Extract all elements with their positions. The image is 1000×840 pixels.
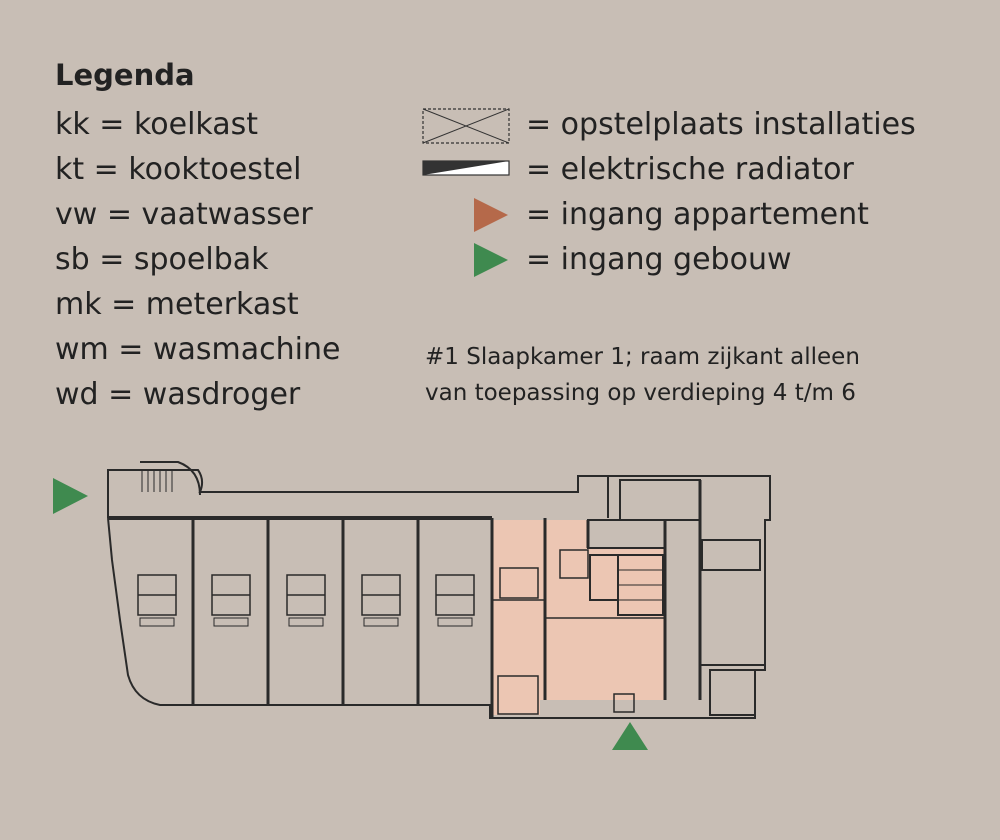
abbr-koelkast: kk = koelkast [55,107,259,142]
radiator-icon [422,160,510,176]
symbol-label-radiator: = elektrische radiator [526,152,854,187]
legend-title: Legenda [55,58,195,92]
staircase-curve [140,461,201,496]
installation-box-icon [422,108,510,144]
abbr-wasdroger: wd = wasdroger [55,377,301,412]
building-entrance-bottom-icon [612,722,648,750]
note-line-1: #1 Slaapkamer 1; raam zijkant alleen [425,344,860,370]
core [587,519,666,616]
apartment-entrance-triangle-icon [474,198,508,232]
apartment-interior [492,549,665,715]
abbr-spoelbak: sb = spoelbak [55,242,269,277]
abbr-vaatwasser: vw = vaatwasser [55,197,313,232]
note-line-2: van toepassing op verdieping 4 t/m 6 [425,380,856,406]
building-outline-left [107,517,540,719]
abbr-meterkast: mk = meterkast [55,287,299,322]
symbol-label-ingang-gebouw: = ingang gebouw [526,242,792,277]
symbol-label-ingang-appartement: = ingang appartement [526,197,869,232]
building-entrance-triangle-icon [474,243,508,277]
abbr-kooktoestel: kt = kooktoestel [55,152,302,187]
stair-detail [141,470,173,492]
bathroom-modules [137,574,475,616]
building-entrance-left-icon [53,478,88,514]
kitchen-counters [139,617,473,627]
right-units [619,479,765,716]
symbol-label-installaties: = opstelplaats installaties [526,107,916,142]
abbr-wasmachine: wm = wasmachine [55,332,341,367]
corridor-outline [107,469,609,518]
floor-plan [53,461,771,750]
